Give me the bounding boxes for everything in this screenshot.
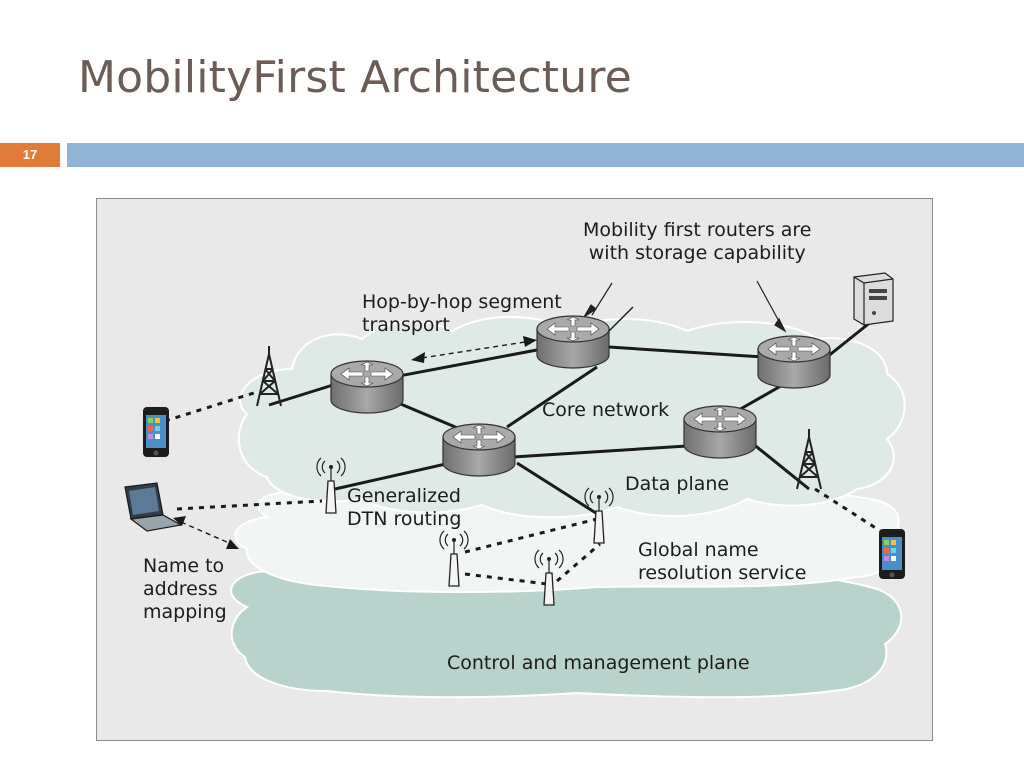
data-plane-label: Data plane (625, 473, 730, 495)
name-to-address-label: Name to address mapping (143, 555, 227, 623)
callout-arrows (583, 280, 787, 333)
name-mapping-arrow (173, 516, 239, 549)
router-icon (330, 360, 404, 414)
smartphone-icon (143, 407, 169, 457)
diagram-canvas (124, 272, 906, 699)
wireless-links (164, 390, 886, 586)
architecture-diagram: Mobility first routers are with storage … (96, 198, 933, 741)
generalized-dtn-label: Generalized DTN routing (347, 485, 462, 530)
header-bar (67, 143, 1024, 167)
slide-title: MobilityFirst Architecture (78, 52, 632, 103)
router-icon (757, 335, 831, 389)
router-icon (442, 423, 516, 477)
global-name-label: Global name resolution service (638, 539, 807, 584)
control-plane-label: Control and management plane (447, 652, 750, 674)
core-network-label: Core network (542, 399, 670, 421)
server-icon (853, 272, 894, 326)
slide-number: 17 (0, 143, 60, 167)
hop-by-hop-arrow (411, 336, 537, 363)
core-network-cloud (237, 315, 906, 519)
hop-by-hop-label: Hop-by-hop segment transport (362, 291, 562, 336)
routers-storage-label: Mobility first routers are with storage … (583, 219, 812, 264)
laptop-icon (124, 482, 183, 532)
router-icon (683, 405, 757, 459)
smartphone-icon (879, 529, 905, 579)
